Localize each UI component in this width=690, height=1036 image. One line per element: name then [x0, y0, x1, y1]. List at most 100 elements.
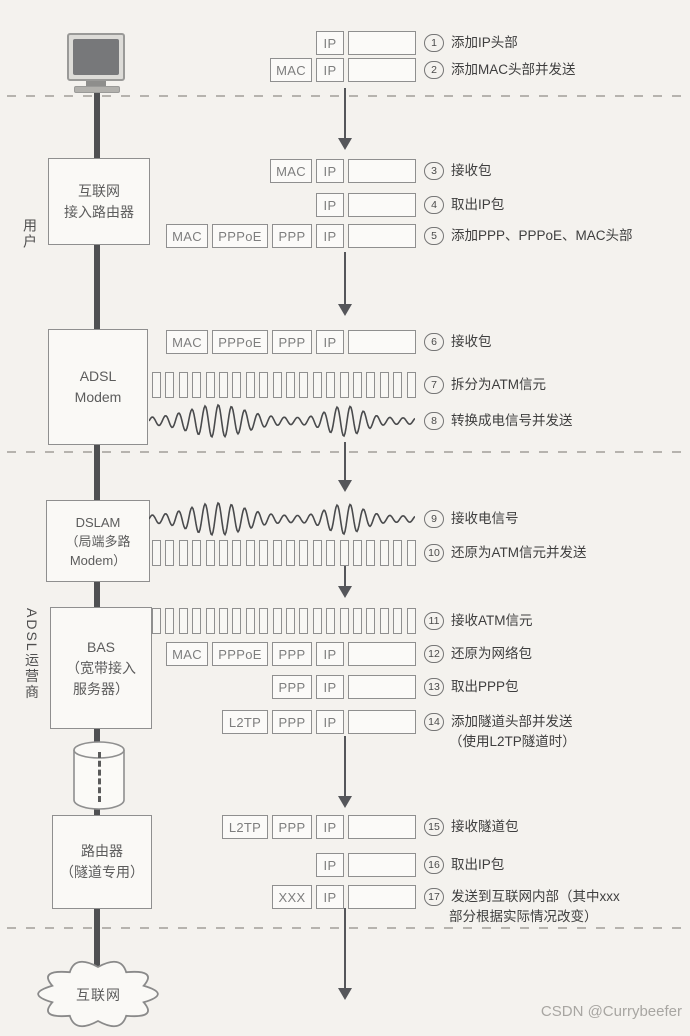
cylinder-dashed-line	[98, 752, 101, 802]
atm-cell	[326, 540, 336, 566]
atm-cell	[178, 608, 188, 634]
step-label-9: 9 接收电信号	[424, 509, 519, 529]
packet-payload-box	[348, 193, 416, 217]
step-number-badge: 3	[424, 162, 444, 180]
atm-cell	[192, 608, 202, 634]
device-label-line: BAS	[86, 638, 115, 655]
packet-payload-box	[348, 815, 416, 839]
packet-header-mac: MAC	[166, 642, 208, 666]
atm-cell	[232, 372, 242, 398]
packet-payload-box	[348, 159, 416, 183]
step-label-line1: 13 取出PPP包	[424, 677, 519, 697]
atm-cell	[312, 608, 322, 634]
atm-cell	[245, 540, 255, 566]
packet-header-ip: IP	[316, 224, 344, 248]
device-label-line: 接入路由器	[64, 203, 134, 220]
atm-cell	[272, 372, 282, 398]
step-text: 接收包	[451, 163, 492, 178]
analog-signal-wave-step-9	[149, 501, 415, 537]
arrow-head	[338, 988, 352, 1000]
arrow-shaft	[344, 566, 346, 587]
step-number-badge: 10	[424, 544, 444, 562]
step-text: 取出PPP包	[451, 679, 519, 694]
step-label-line1: 15 接收隧道包	[424, 817, 519, 837]
device-bas: BAS（宽带接入服务器）	[50, 607, 152, 729]
packet-header-ppp: PPP	[272, 330, 312, 354]
packet-header-ip: IP	[316, 642, 344, 666]
step-text: 接收ATM信元	[451, 613, 533, 628]
step-number-badge: 8	[424, 412, 444, 430]
device-label-line: （隧道专用）	[60, 864, 144, 880]
step-text: 添加IP头部	[451, 35, 518, 50]
atm-cell	[205, 372, 215, 398]
step-number-badge: 13	[424, 678, 444, 696]
step-text: 接收隧道包	[451, 819, 519, 834]
packet-header-l2tp: L2TP	[222, 710, 268, 734]
packet-header-ip: IP	[316, 58, 344, 82]
packet-payload-box	[348, 853, 416, 877]
arrow-shaft	[344, 442, 346, 481]
device-label-line: ADSL	[79, 368, 117, 384]
packet-header-ip: IP	[316, 815, 344, 839]
step-number-badge: 9	[424, 510, 444, 528]
step-label-line1: 3 接收包	[424, 161, 492, 181]
step-text: 发送到互联网内部（其中xxx	[451, 889, 620, 904]
step-label-line1: 1 添加IP头部	[424, 33, 518, 53]
step-number-badge: 6	[424, 333, 444, 351]
atm-cell	[272, 608, 282, 634]
monitor-stand-icon	[86, 81, 106, 87]
analog-signal-wave-step-8	[149, 403, 415, 439]
arrow-head	[338, 138, 352, 150]
computer-icon	[67, 33, 127, 93]
atm-cell	[339, 608, 349, 634]
step-text: 接收电信号	[451, 511, 519, 526]
atm-cell	[165, 608, 175, 634]
packet-header-xxx: XXX	[272, 885, 312, 909]
atm-cell	[353, 540, 362, 566]
step-number-badge: 14	[424, 713, 444, 731]
atm-cell	[192, 372, 202, 398]
atm-cell	[245, 608, 255, 634]
step-text: 添加PPP、PPPoE、MAC头部	[451, 228, 633, 243]
atm-cell	[286, 372, 295, 398]
step-text: 接收包	[451, 334, 492, 349]
arrow-shaft	[344, 252, 346, 305]
step-number-badge: 1	[424, 34, 444, 52]
atm-cell	[272, 540, 282, 566]
atm-cell	[393, 608, 403, 634]
section-label-isp: ADSL运营商	[24, 608, 40, 701]
packet-header-ip: IP	[316, 193, 344, 217]
step-number-badge: 4	[424, 196, 444, 214]
packet-header-mac: MAC	[270, 58, 312, 82]
atm-cell	[299, 372, 309, 398]
packet-header-ip: IP	[316, 885, 344, 909]
watermark-text: CSDN @Currybeefer	[540, 1003, 682, 1020]
packet-header-ip: IP	[316, 853, 344, 877]
step-label-line1: 9 接收电信号	[424, 509, 519, 529]
step-text: 添加隧道头部并发送	[451, 714, 573, 729]
packet-payload-box	[348, 58, 416, 82]
step-number-badge: 15	[424, 818, 444, 836]
atm-cell	[393, 372, 403, 398]
step-label-6: 6 接收包	[424, 332, 492, 352]
arrow-head	[338, 586, 352, 598]
step-text: 取出IP包	[451, 197, 505, 212]
atm-cell	[379, 540, 389, 566]
step-text: 拆分为ATM信元	[451, 377, 546, 392]
atm-cell	[312, 540, 322, 566]
atm-cell	[178, 540, 188, 566]
atm-cell	[326, 372, 336, 398]
step-label-13: 13 取出PPP包	[424, 677, 519, 697]
packet-payload-box	[348, 710, 416, 734]
atm-cell	[353, 608, 362, 634]
